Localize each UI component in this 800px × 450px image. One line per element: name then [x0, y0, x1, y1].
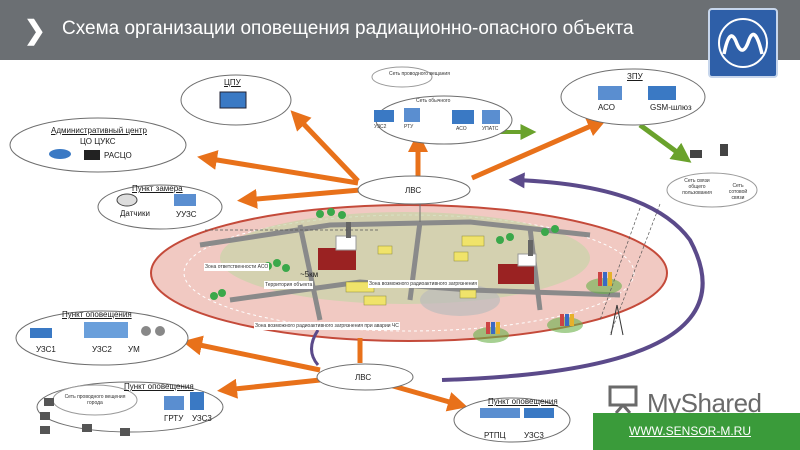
object-territory-label: Территория объекта	[264, 281, 314, 289]
wired-network-cloud: Сеть проводного вещания	[389, 71, 450, 77]
uzs3-left-label: УЗС3	[192, 414, 212, 423]
building-cluster-left	[318, 222, 357, 270]
zpu-title: ЗПУ	[627, 72, 643, 81]
presentation-icon	[608, 385, 638, 414]
company-logo	[708, 8, 778, 78]
uzs2-top-label: УЗС2	[374, 124, 387, 130]
emergency-zone-label: Зона возможного радиоактивного загрязнен…	[254, 322, 400, 330]
gsm-gateway-label: GSM-шлюз	[650, 103, 692, 112]
building-cluster-right	[498, 240, 537, 284]
website-link[interactable]: WWW.SENSOR-M.RU	[629, 424, 751, 438]
siren-towers	[473, 272, 624, 343]
speaker-icons	[40, 398, 130, 436]
contamination-zone-label: Зона возможного радиоактивного загрязнен…	[368, 280, 478, 288]
orange-arrows-top	[197, 110, 608, 209]
chevron-right-icon: ❯	[24, 15, 46, 45]
uzs1-label: УЗС1	[36, 345, 56, 354]
notify-point-2-title: Пункт оповещения	[124, 382, 194, 391]
upats-label: УПАТС	[482, 126, 499, 132]
public-network-cloud: Сеть связи общего пользования	[682, 178, 712, 196]
cellular-network-cloud: Сеть сотовой связи	[728, 183, 748, 201]
grtu-label: ГРТУ	[164, 414, 184, 423]
lan-top-label: ЛВС	[405, 186, 422, 195]
rtu-label: РТУ	[404, 124, 414, 130]
rtpc-label: РТПЦ	[484, 431, 506, 440]
common-network-cloud: Сеть обычного	[416, 98, 451, 104]
aso-zpu-label: АСО	[598, 103, 615, 112]
orange-arrows-bottom	[182, 335, 468, 412]
notify-point-3-title: Пункт оповещения	[488, 397, 558, 406]
admin-center-subtitle: ЦО ЦУКС	[80, 137, 116, 146]
distance-label: ~5км	[300, 270, 319, 279]
uzs3-right-label: УЗС3	[524, 431, 544, 440]
green-arrow	[638, 122, 692, 163]
cpu-title: ЦПУ	[224, 78, 241, 87]
uzs2-label: УЗС2	[92, 345, 112, 354]
city-wired-network-cloud: Сеть проводного вещения города	[64, 394, 126, 406]
measure-point-title: Пункт замера	[132, 184, 183, 193]
rasco-label: РАСЦО	[104, 151, 132, 160]
lan-bottom-label: ЛВС	[355, 373, 372, 382]
device-icons	[30, 86, 728, 418]
sensors-label: Датчики	[120, 209, 150, 218]
uuzs-label: УУЗС	[176, 210, 197, 219]
admin-center-title: Административный центр	[51, 126, 147, 135]
aso-top-label: АСО	[456, 126, 467, 132]
um-label: УМ	[128, 345, 140, 354]
aso-zone-label: Зона ответственности АСО	[204, 263, 270, 271]
purple-feedback-arrow	[441, 172, 705, 382]
page-title: Схема организации оповещения радиационно…	[62, 18, 634, 39]
purple-link	[310, 329, 320, 366]
cloud-bubbles	[52, 66, 758, 416]
title-bar: ❯ Схема организации оповещения радиацион…	[0, 0, 800, 60]
url-banner[interactable]: WWW.SENSOR-M.RU	[593, 413, 800, 450]
trees	[210, 208, 559, 300]
radiation-zone-lines	[205, 203, 661, 336]
notify-point-1-title: Пункт оповещения	[62, 310, 132, 319]
